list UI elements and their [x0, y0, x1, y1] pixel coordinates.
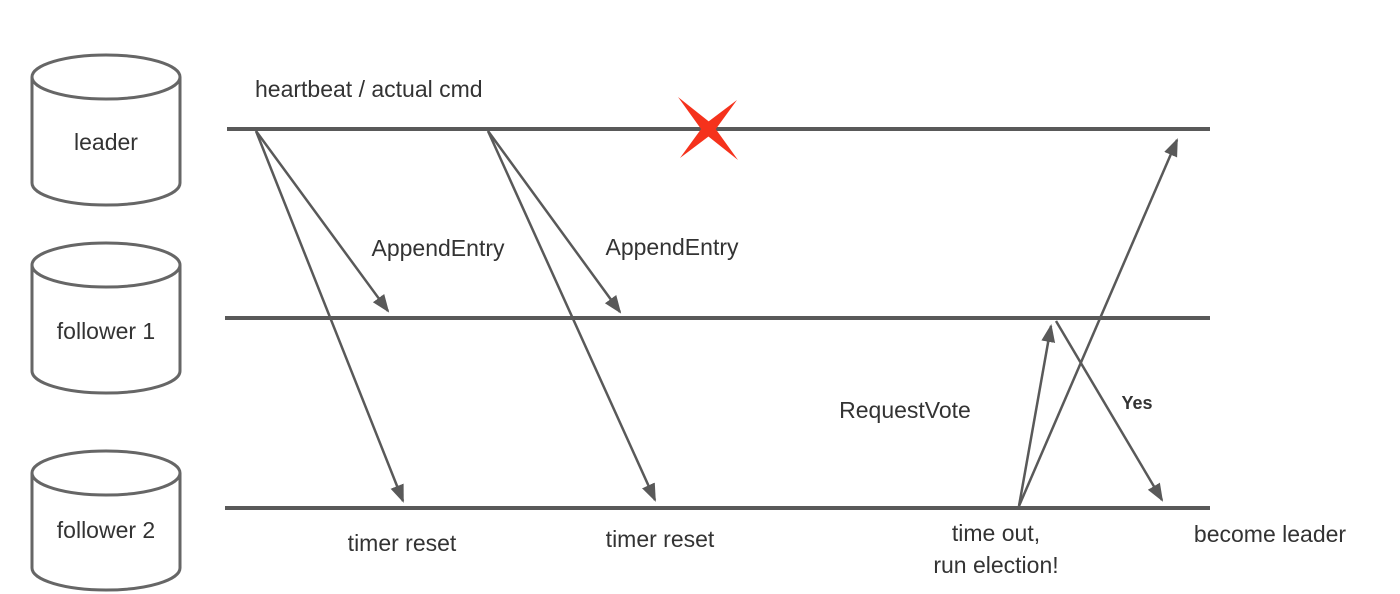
- timeout-label-line2: run election!: [933, 552, 1059, 579]
- timer-reset-1-arrow: [254, 130, 405, 503]
- leader-crash-x-icon: [678, 97, 738, 160]
- timer-reset-2-arrow: [486, 130, 657, 502]
- timer-reset-left-label: timer reset: [347, 530, 457, 557]
- append-entry-left-label: AppendEntry: [371, 235, 505, 262]
- follower1-node-label: follower 1: [56, 318, 156, 345]
- heartbeat-label: heartbeat / actual cmd: [255, 76, 483, 102]
- append-entry-1-arrow: [254, 130, 390, 313]
- leader-node-label: leader: [74, 129, 138, 156]
- become-leader-label: become leader: [1193, 521, 1347, 548]
- vote-yes-arrow: [1054, 320, 1164, 502]
- follower1-db-cylinder-icon: [30, 241, 182, 395]
- follower2-db-cylinder-icon: [30, 449, 182, 592]
- append-entry-right-label: AppendEntry: [605, 234, 739, 261]
- follower2-node-label: follower 2: [56, 517, 156, 544]
- timer-reset-right-label: timer reset: [605, 526, 715, 553]
- timeout-label-line1: time out,: [951, 520, 1041, 547]
- request-vote-arrow-to-follower1: [1017, 324, 1056, 507]
- request-vote-label: RequestVote: [839, 397, 971, 424]
- leader-db-cylinder-icon: [30, 53, 182, 207]
- vote-reply-yes-label: Yes: [1121, 393, 1153, 414]
- request-vote-arrow-to-leader: [1017, 138, 1179, 507]
- append-entry-2-arrow: [486, 130, 622, 314]
